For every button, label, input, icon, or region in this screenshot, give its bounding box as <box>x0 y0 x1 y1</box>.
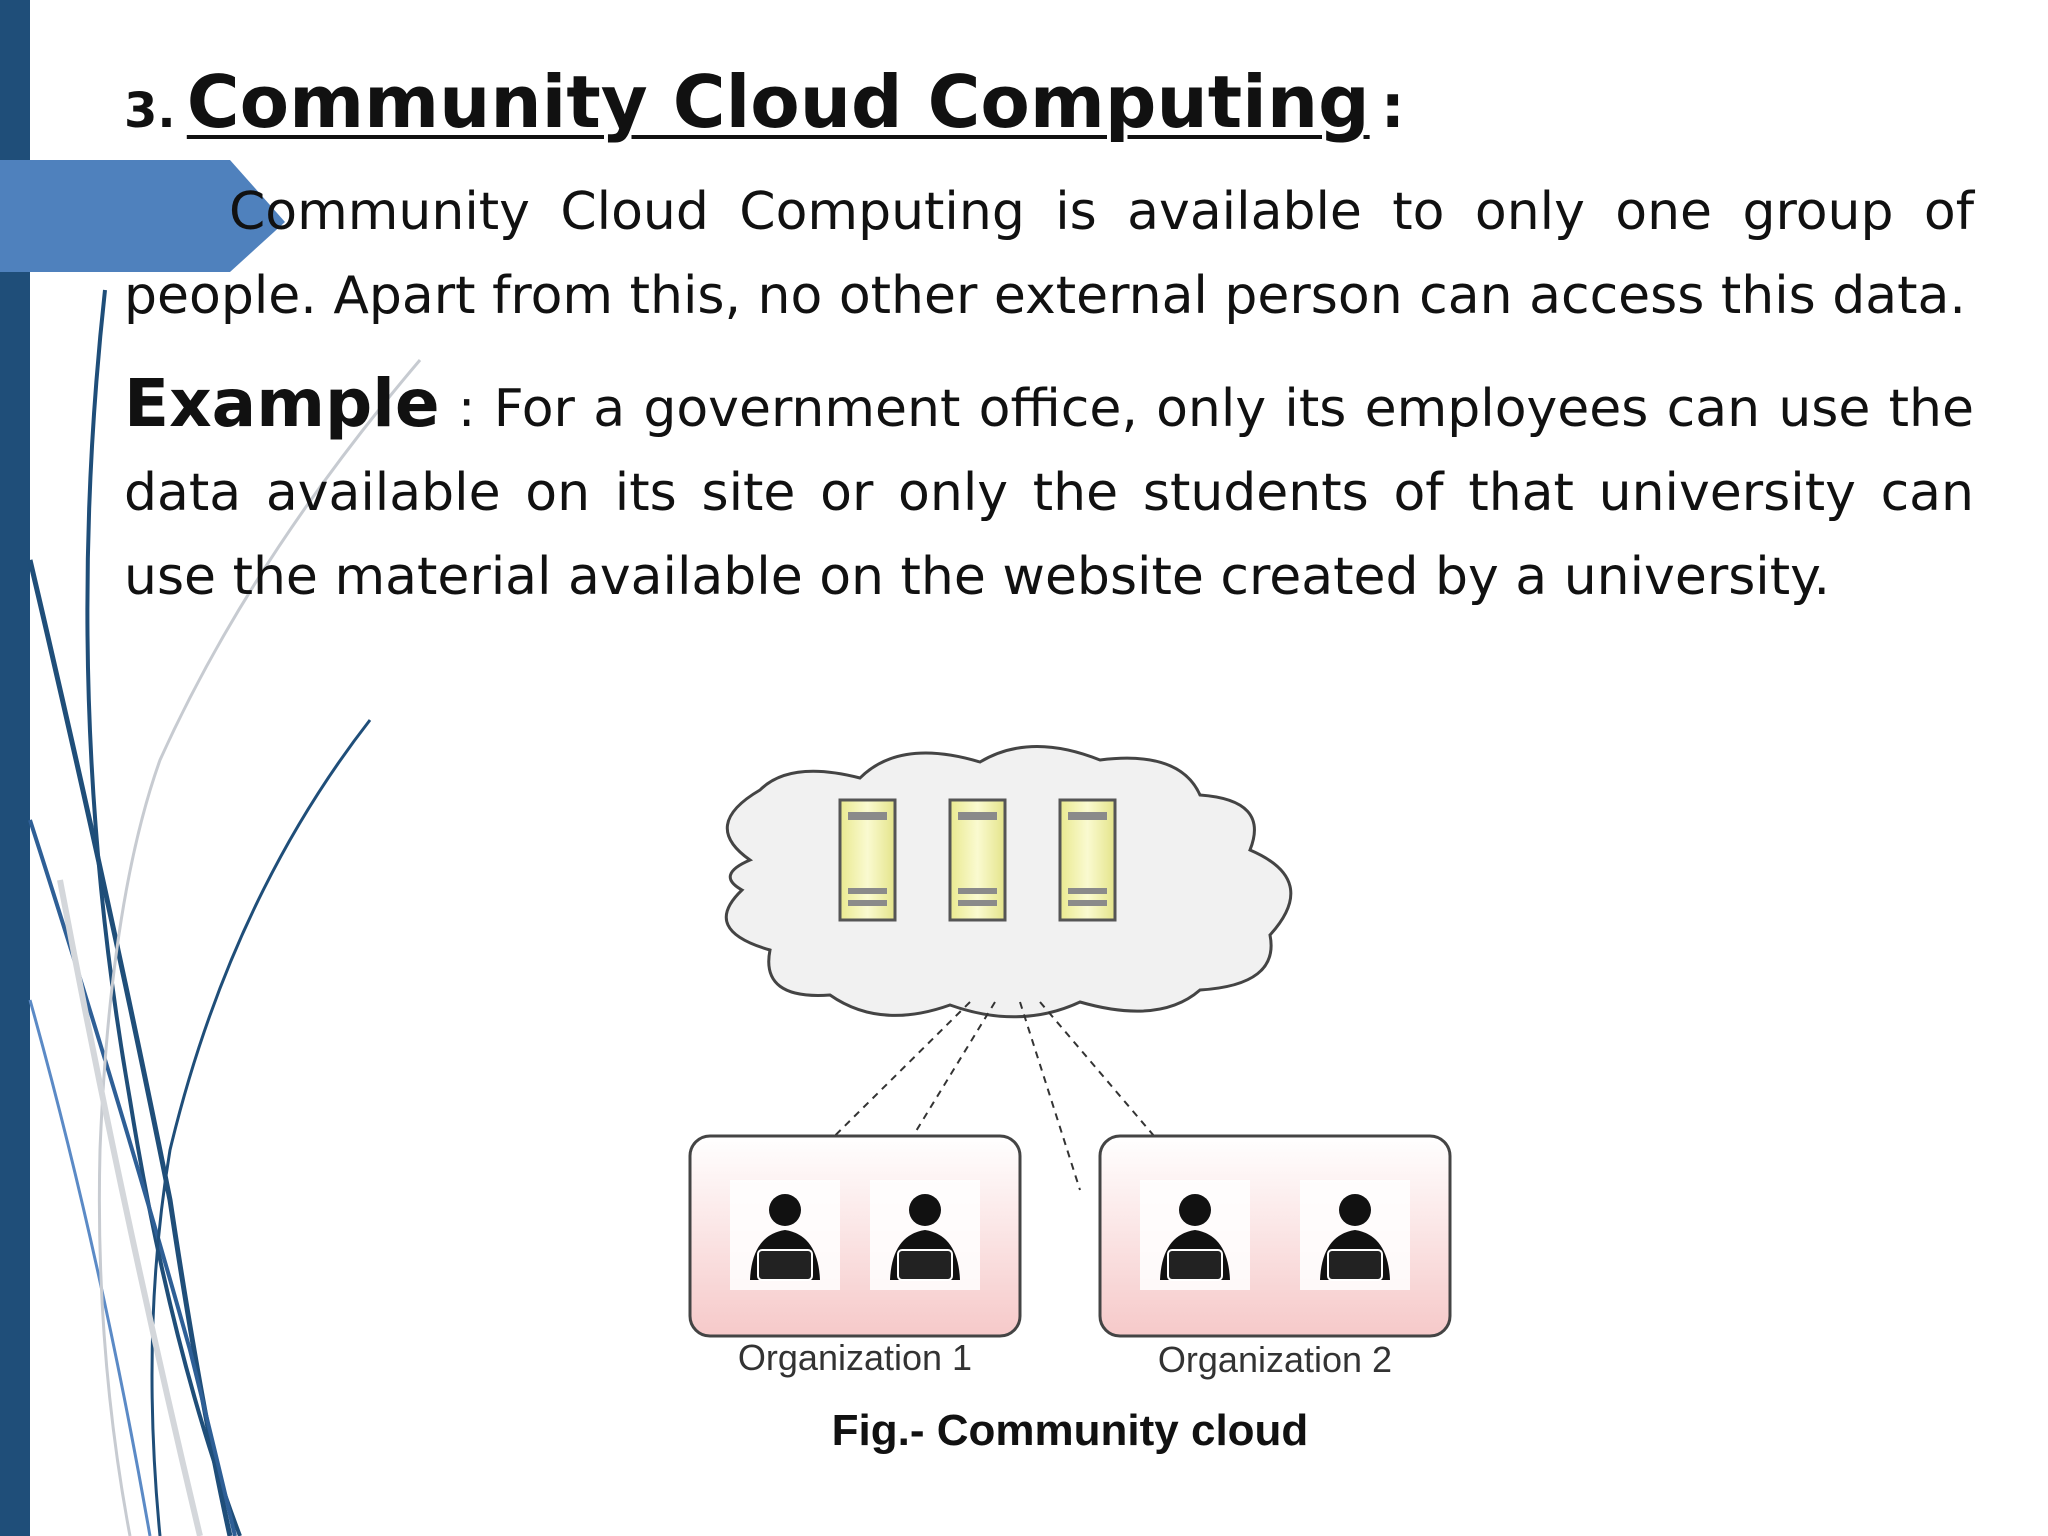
server-icon <box>948 798 1007 922</box>
community-cloud-diagram: Organization 1 Organization 2 Fig.- Comm… <box>688 745 1452 1455</box>
example-label: Example <box>124 365 440 442</box>
heading-number: 3. <box>124 83 176 139</box>
server-icon <box>1058 798 1117 922</box>
heading-colon: : <box>1380 72 1405 142</box>
blue-arrow-banner <box>0 160 285 272</box>
example-paragraph: Example : For a government office, only … <box>124 362 1974 619</box>
heading-title: Community Cloud Computing <box>186 60 1370 144</box>
deco-curve <box>57 879 203 1536</box>
user-at-laptop-icon <box>870 1180 980 1290</box>
user-at-laptop-icon <box>1140 1180 1250 1290</box>
deco-curve <box>28 999 152 1536</box>
org2-label: Organization 2 <box>1158 1339 1392 1380</box>
description-paragraph: Community Cloud Computing is available t… <box>124 182 1974 326</box>
user-at-laptop-icon <box>730 1180 840 1290</box>
deco-curve <box>150 719 372 1536</box>
cloud-icon <box>724 745 1293 1019</box>
org1-label: Organization 1 <box>738 1337 972 1378</box>
figure-caption: Fig.- Community cloud <box>832 1406 1309 1455</box>
community-cloud-figure: Organization 1 Organization 2 Fig.- Comm… <box>680 740 1460 1490</box>
slide-content: 3. Community Cloud Computing : Community… <box>124 60 1974 619</box>
user-at-laptop-icon <box>1300 1180 1410 1290</box>
deco-curve <box>97 359 422 1536</box>
deco-curve <box>85 289 242 1536</box>
slide-heading: 3. Community Cloud Computing : <box>124 60 1974 170</box>
server-icon <box>838 798 897 922</box>
example-text: : For a government office, only its empl… <box>124 379 1974 607</box>
